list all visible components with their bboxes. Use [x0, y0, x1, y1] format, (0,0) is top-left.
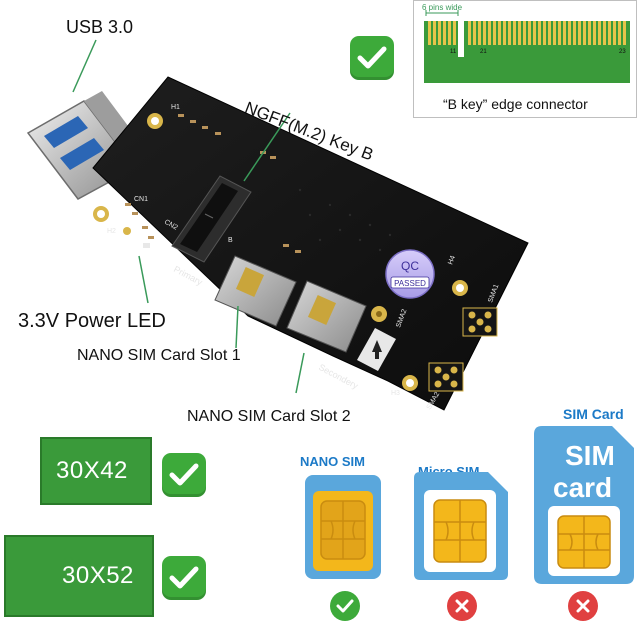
- silk-b: B: [228, 237, 233, 244]
- nano-sim-card-graphic: [305, 475, 381, 579]
- qc-top-label: QC: [401, 259, 419, 273]
- top-check-icon: [350, 36, 394, 80]
- pcb-board: [92, 76, 529, 411]
- edge-connector-inset: 6 pins wide 11 21 23 “B key” edge connec…: [413, 0, 637, 118]
- silk-secondary: Secondery: [317, 362, 360, 391]
- micro-sim-card-graphic: [414, 472, 508, 580]
- standard-sim-card-graphic: [534, 426, 634, 584]
- sim-slot-1-label: NANO SIM Card Slot 1: [77, 347, 241, 364]
- sim-card-big-label-bottom: card: [553, 472, 613, 503]
- nano-sim-title: NANO SIM: [300, 454, 365, 469]
- pin-11-label: 11: [450, 49, 457, 55]
- qc-bottom-label: PASSED: [394, 279, 426, 288]
- form-factor-card-30x42: 30X42: [40, 437, 152, 505]
- form-factor-30x42-check-icon: [162, 453, 206, 497]
- pin-23-label: 23: [619, 49, 626, 55]
- pin-21-label: 21: [480, 49, 487, 55]
- silk-h4: H4: [447, 255, 457, 266]
- usb-label: USB 3.0: [66, 17, 134, 37]
- m2-socket: [171, 175, 252, 263]
- qc-passed-sticker: QC PASSED: [385, 249, 435, 299]
- pins-wide-label: 6 pins wide: [422, 3, 463, 12]
- form-factor-card-30x52: 30X52: [4, 535, 154, 617]
- sim-slot-2-graphic: [286, 280, 367, 353]
- sim-insert-marker: [357, 328, 396, 371]
- silk-h1: H1: [171, 104, 180, 111]
- sim-slot-2-label: NANO SIM Card Slot 2: [187, 408, 351, 425]
- sim-card-cross-icon: [568, 591, 598, 621]
- silk-h3: H3: [391, 390, 400, 397]
- mounting-holes: [93, 113, 468, 391]
- edge-connector-caption: “B key” edge connector: [443, 96, 588, 112]
- power-led-label: 3.3V Power LED: [18, 310, 166, 332]
- micro-sim-cross-icon: [447, 591, 477, 621]
- silk-cn1: CN1: [134, 196, 148, 203]
- sim-card-title: SIM Card: [563, 406, 624, 422]
- callout-leaders: [72, 39, 305, 394]
- form-factor-label-30x52: 30X52: [62, 562, 134, 589]
- silk-h2: H2: [107, 228, 116, 235]
- form-factor-label-30x42: 30X42: [56, 457, 128, 484]
- sim-card-big-label-top: SIM: [565, 440, 615, 471]
- nano-sim-check-icon: [330, 591, 360, 621]
- sim-slot-1-graphic: [214, 255, 297, 327]
- power-led: [143, 243, 150, 248]
- form-factor-30x52-check-icon: [162, 556, 206, 600]
- sma-connectors: [428, 307, 498, 392]
- edge-connector-graphic: 6 pins wide 11 21 23: [422, 3, 630, 83]
